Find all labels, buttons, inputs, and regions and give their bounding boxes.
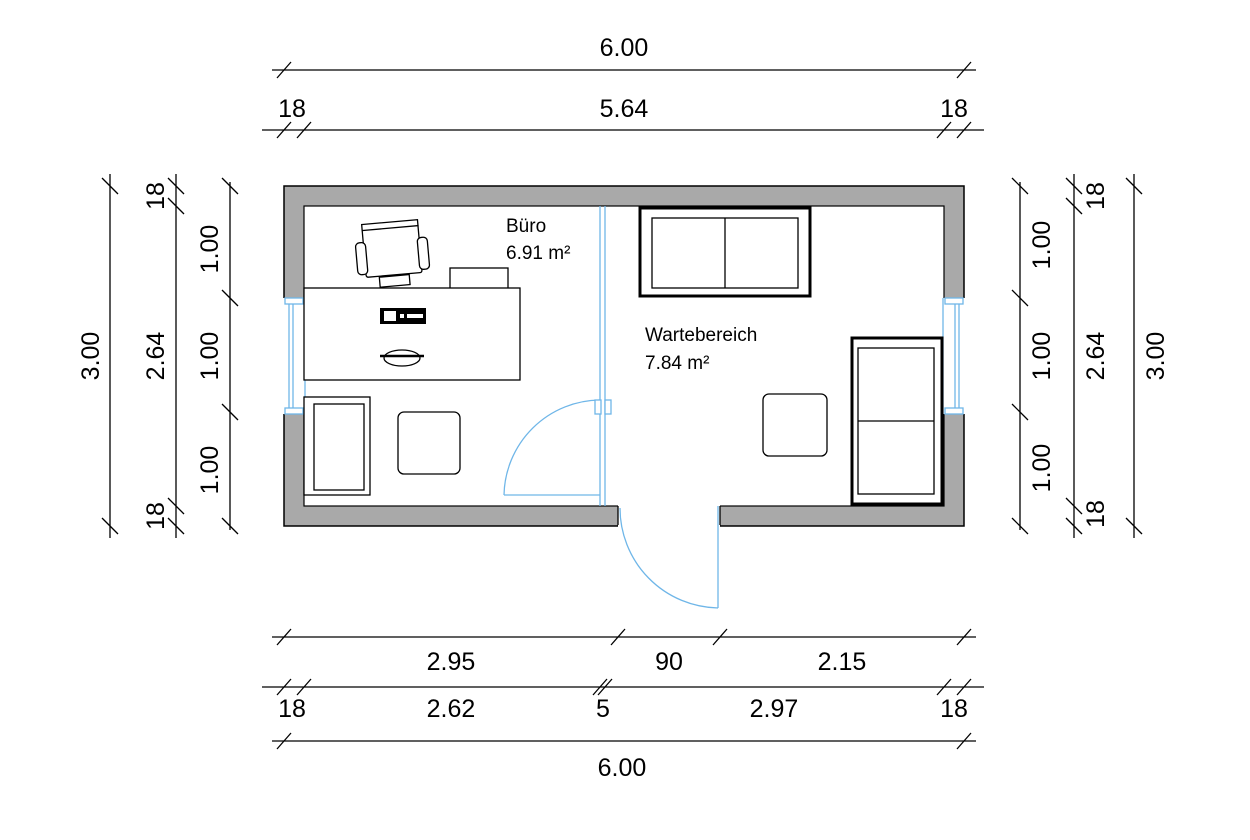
dimensions-right: 1.00 1.00 1.00 18 2.64 18 3.00 (1011, 174, 1170, 538)
dim-bottom-row2-right: 2.97 (750, 695, 799, 723)
dim-left-seg-mid: 1.00 (196, 332, 224, 381)
dim-right-overall: 3.00 (1142, 332, 1170, 381)
room-name-office: Büro (506, 216, 546, 237)
dimensions-bottom: 2.95 90 2.15 18 2.62 5 2.97 18 6.00 (262, 628, 984, 782)
dim-left-wall-bottom: 18 (142, 502, 170, 530)
dim-right-inner: 2.64 (1082, 332, 1110, 381)
desk-lamp (380, 349, 424, 367)
dim-right-wall-bottom: 18 (1082, 500, 1110, 528)
sofa-top (638, 206, 812, 298)
waiting-side-table (762, 393, 828, 457)
building: Büro 6.91 m² Wartebereich 7.84 m² (283, 185, 965, 609)
dim-right-seg-top: 1.00 (1028, 221, 1056, 270)
desk (303, 287, 521, 381)
dimensions-left: 3.00 18 2.64 18 1.00 1.00 1.00 (77, 174, 239, 538)
dim-bottom-row1-left: 2.95 (427, 648, 476, 676)
dim-bottom-row2-left: 2.62 (427, 695, 476, 723)
dim-bottom-row1-right: 2.15 (818, 648, 867, 676)
right-window (942, 297, 965, 415)
dim-top-overall: 6.00 (600, 34, 649, 62)
keyboard (380, 308, 426, 324)
dim-bottom-row1-door: 90 (655, 648, 683, 676)
entrance-opening (618, 505, 720, 527)
entrance-door (619, 506, 719, 609)
dim-left-overall: 3.00 (77, 332, 105, 381)
dim-right-seg-bottom: 1.00 (1028, 444, 1056, 493)
glass-partition (599, 206, 606, 506)
office-chair (354, 218, 431, 288)
office-side-table (397, 411, 461, 475)
dim-left-wall-top: 18 (142, 182, 170, 210)
dimensions-top: 6.00 18 5.64 18 (262, 34, 984, 139)
dim-bottom-row2-wall-left: 18 (278, 695, 306, 723)
sofa-right (850, 336, 944, 506)
dim-bottom-row2-partition: 5 (596, 695, 610, 723)
room-name-waiting: Wartebereich (645, 325, 757, 346)
room-area-waiting: 7.84 m² (645, 353, 709, 374)
dim-top-inner: 5.64 (600, 95, 649, 123)
dim-bottom-row2-wall-right: 18 (940, 695, 968, 723)
dim-left-seg-top: 1.00 (196, 225, 224, 274)
monitor (449, 267, 509, 291)
dim-top-wall-left: 18 (278, 95, 306, 123)
dim-right-wall-top: 18 (1082, 182, 1110, 210)
room-area-office: 6.91 m² (506, 243, 570, 264)
dim-bottom-overall: 6.00 (598, 754, 647, 782)
dim-top-wall-right: 18 (940, 95, 968, 123)
left-window (283, 297, 306, 415)
partition-door (503, 399, 612, 496)
dim-left-inner: 2.64 (142, 332, 170, 381)
dim-right-seg-mid: 1.00 (1028, 332, 1056, 381)
dim-left-seg-bottom: 1.00 (196, 446, 224, 495)
